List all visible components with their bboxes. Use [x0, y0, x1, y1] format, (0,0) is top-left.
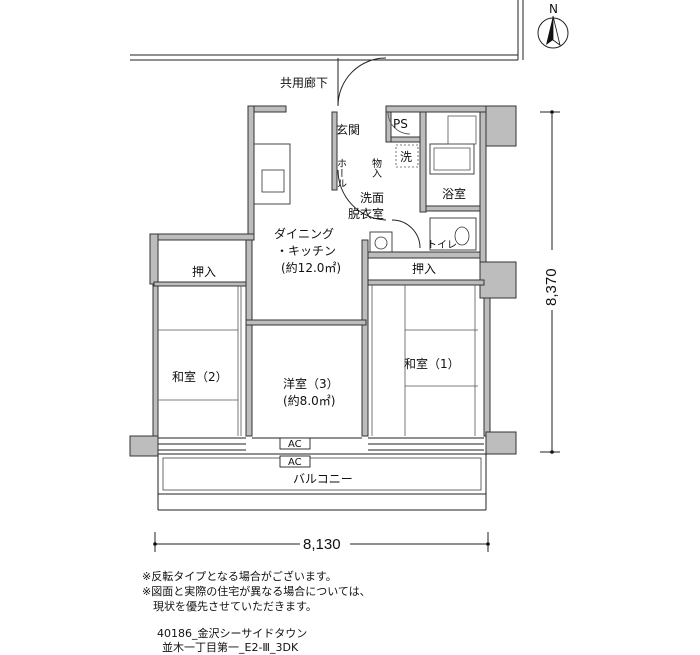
common-corridor-label: 共用廊下: [280, 75, 328, 90]
dk-label-2: ・キッチン: [276, 244, 336, 258]
washitsu2-label: 和室（2）: [172, 369, 228, 384]
walls: [129, 105, 517, 457]
closet-right-label: 押入: [412, 262, 436, 276]
entrance-label: 玄関: [336, 122, 360, 137]
north-arrow-icon: [546, 16, 553, 45]
north-compass: N: [537, 2, 569, 49]
note-line-3: 現状を優先させていただきます。: [142, 600, 317, 613]
washer-label: 洗: [400, 150, 412, 164]
yoshitsu3-area-label: (約8.0㎡): [283, 393, 335, 408]
hall-label: ホール: [335, 158, 347, 188]
balcony-label: バルコニー: [293, 472, 353, 486]
washitsu1-label: 和室（1）: [404, 356, 460, 371]
property-name: 40186_金沢シーサイドタウン: [157, 627, 308, 640]
ac-label-2: AC: [288, 457, 302, 468]
kitchen-counter: [253, 143, 291, 205]
yoshitsu3-label: 洋室（3）: [283, 376, 339, 391]
ac-label-1: AC: [288, 439, 302, 450]
doors: [337, 57, 421, 249]
height-dimension-label: 8,370: [543, 268, 560, 306]
height-dimension: 8,370: [540, 110, 560, 454]
corner-lines: [130, 0, 524, 61]
width-dimension-label: 8,130: [303, 536, 341, 553]
note-line-1: ※反転タイプとなる場合がございます。: [142, 570, 337, 583]
bath-fixtures: [369, 115, 477, 253]
closet-left-label: 押入: [192, 265, 216, 279]
balcony-area: [157, 453, 487, 511]
tatami-lines: [158, 285, 478, 436]
note-line-2: ※図面と実際の住宅が異なる場合については、: [142, 585, 371, 598]
dk-label-1: ダイニング: [274, 226, 334, 241]
washroom-label-1: 洗面: [360, 191, 384, 205]
storage-label: 物入: [370, 157, 382, 178]
property-detail: 並木一丁目第一_E2-Ⅲ_3DK: [162, 641, 299, 654]
ac-units: [279, 437, 311, 468]
washroom-label-2: 脱衣室: [348, 206, 384, 221]
width-dimension: 8,130: [153, 532, 490, 553]
bathroom-label: 浴室: [442, 186, 466, 201]
south-windows: [158, 437, 484, 451]
dk-area-label: (約12.0㎡): [281, 260, 341, 275]
north-label: N: [549, 2, 558, 16]
toilet-label: トイレ: [427, 240, 457, 251]
ps-label: PS: [393, 117, 408, 131]
